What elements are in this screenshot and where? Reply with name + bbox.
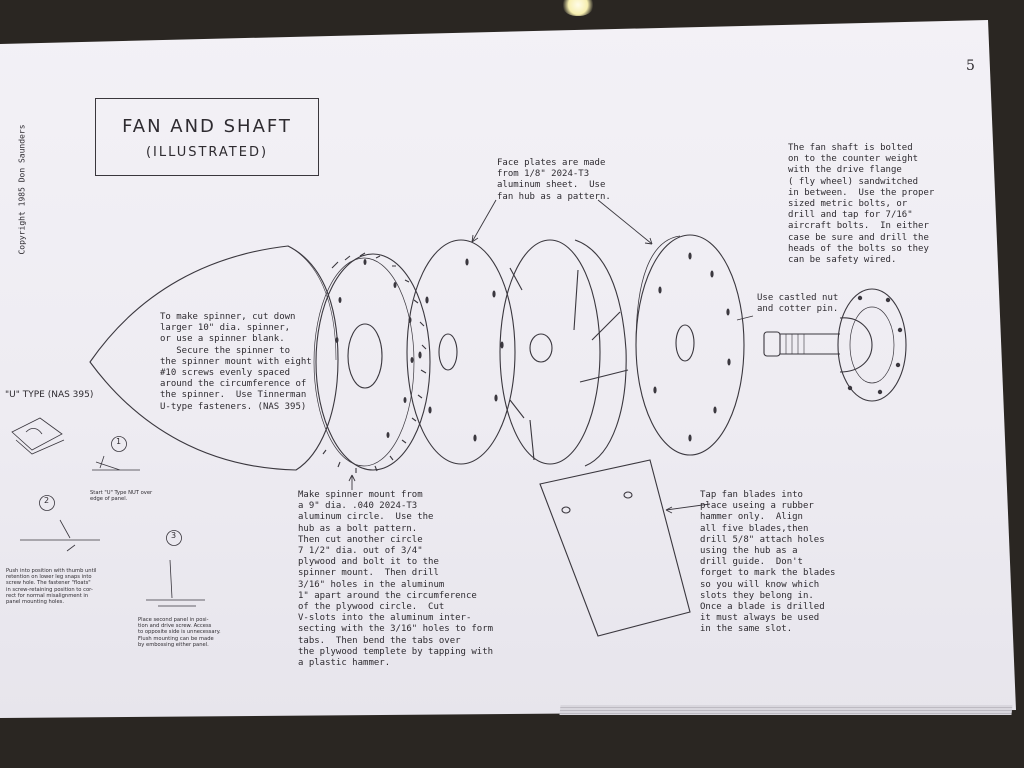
page-title: FAN AND SHAFT xyxy=(122,116,292,137)
slotted-hub xyxy=(499,239,629,467)
castle-nut-note: Use castled nut and cotter pin. xyxy=(757,293,839,315)
drive-shaft xyxy=(763,288,907,402)
step1-number: 1 xyxy=(116,437,122,446)
spinner-cone xyxy=(89,245,339,471)
page-number: 5 xyxy=(966,58,975,74)
title-box: FAN AND SHAFT (ILLUSTRATED) xyxy=(95,98,319,176)
fan-blade xyxy=(539,459,691,637)
lamp-glare xyxy=(560,0,596,16)
copyright-notice: Copyright 1985 Don Saunders xyxy=(17,124,27,255)
document-page xyxy=(0,20,1016,718)
spinner-mount-disc xyxy=(313,252,431,473)
page-subtitle: (ILLUSTRATED) xyxy=(145,145,269,160)
fastener-sketches xyxy=(11,417,205,607)
u-type-label: "U" TYPE (NAS 395) xyxy=(5,390,94,400)
face-plate-2 xyxy=(635,234,745,456)
face-plates-note: Face plates are made from 1/8" 2024-T3 a… xyxy=(497,158,611,202)
leader-arrows xyxy=(348,199,754,514)
shaft-note: The fan shaft is bolted on to the counte… xyxy=(788,143,935,266)
spinner-note: To make spinner, cut down larger 10" dia… xyxy=(160,312,312,412)
blades-note: Tap fan blades into place useing a rubbe… xyxy=(700,490,836,635)
step2-number: 2 xyxy=(44,496,50,505)
spinner-mount-note: Make spinner mount from a 9" dia. .040 2… xyxy=(298,490,494,669)
step2-text: Push into position with thumb until rete… xyxy=(6,568,97,606)
step1-text: Start "U" Type NUT over edge of panel. xyxy=(90,490,153,503)
face-plate-1 xyxy=(406,239,516,465)
step3-number: 3 xyxy=(171,531,177,540)
step3-text: Place second panel in posi- tion and dri… xyxy=(138,617,221,648)
